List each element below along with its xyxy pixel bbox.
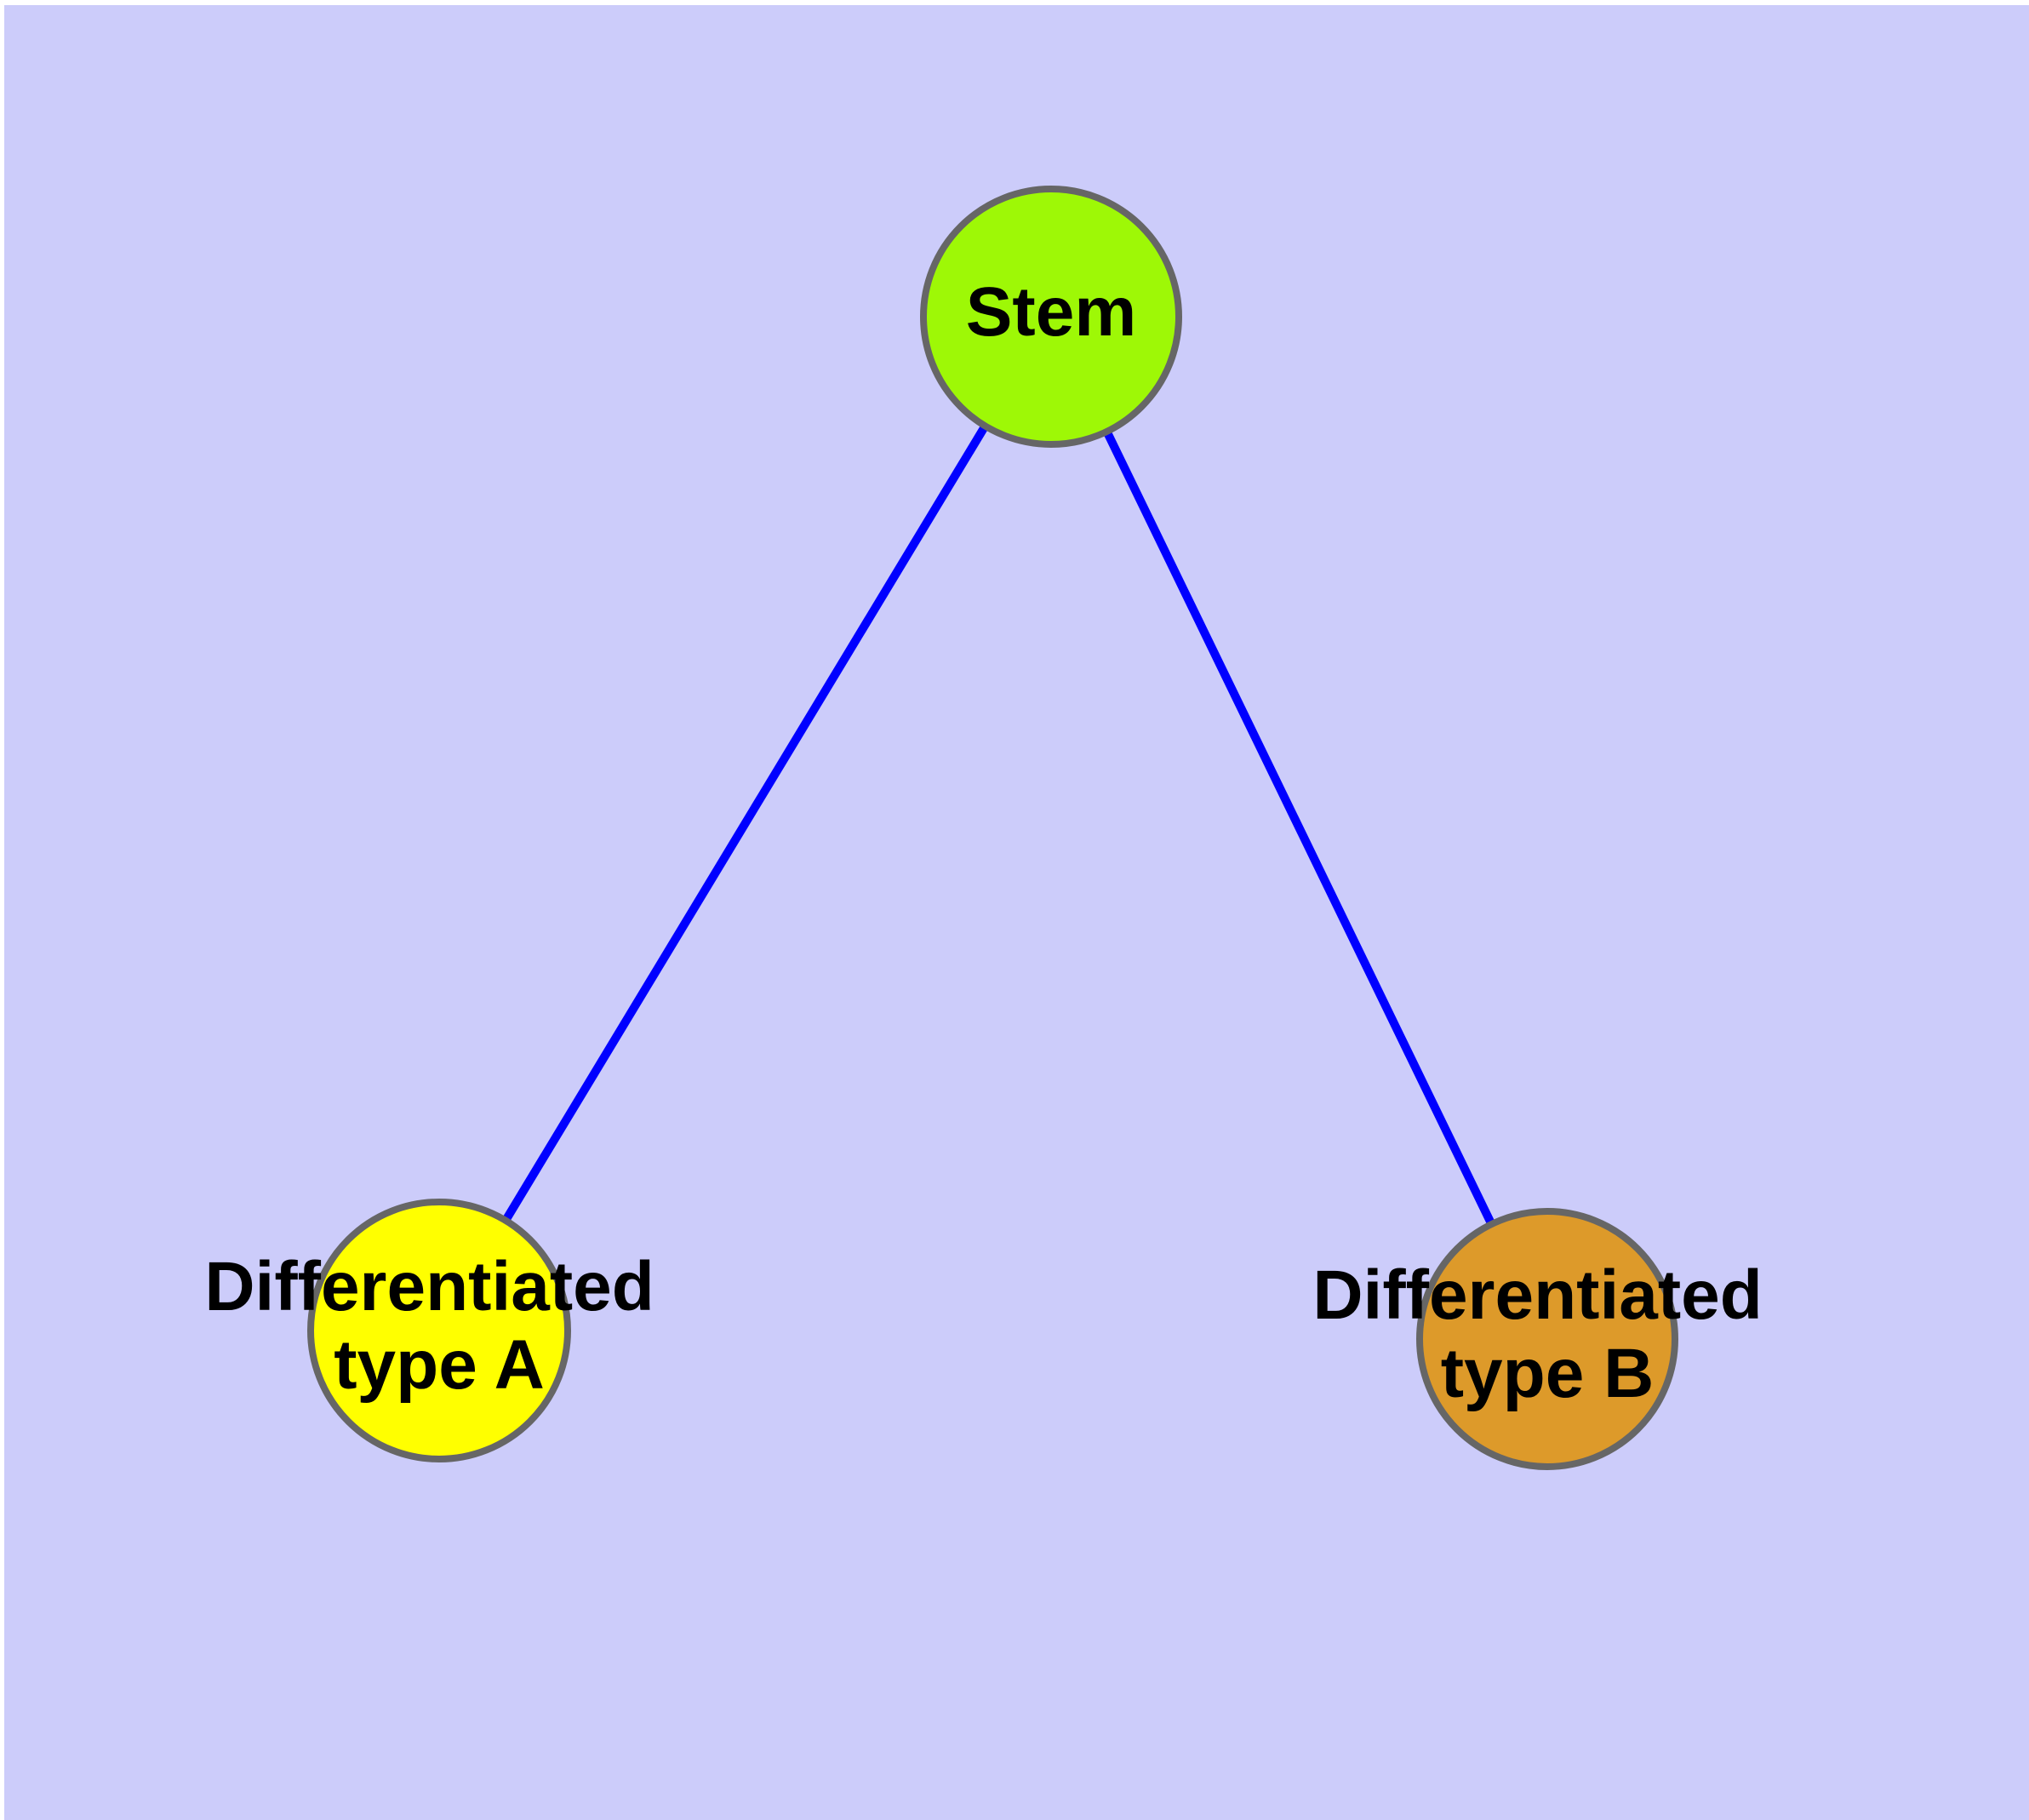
node-stem[interactable]: Stem (920, 186, 1182, 448)
graph-svg: Stem Differentiated type A Differentiate… (204, 186, 1781, 1470)
node-layer: Stem Differentiated type A Differentiate… (204, 186, 1781, 1470)
edge-stem-to-differentiated-type-a[interactable] (497, 416, 993, 1230)
node-differentiated-type-a-circle[interactable] (307, 1199, 571, 1462)
node-differentiated-type-b-circle[interactable] (1416, 1208, 1678, 1470)
node-differentiated-type-a-label: Differentiated type A (204, 1248, 673, 1404)
node-differentiated-type-a[interactable]: Differentiated type A (204, 1199, 673, 1462)
edge-layer (497, 416, 1500, 1234)
node-differentiated-type-b[interactable]: Differentiated type B (1312, 1208, 1781, 1470)
edge-stem-to-differentiated-type-b[interactable] (1099, 421, 1500, 1234)
node-stem-circle[interactable] (920, 186, 1182, 448)
node-differentiated-type-b-label: Differentiated type B (1312, 1256, 1781, 1412)
node-stem-label: Stem (966, 273, 1137, 351)
diagram-plot-area: Stem Differentiated type A Differentiate… (4, 5, 2029, 1820)
